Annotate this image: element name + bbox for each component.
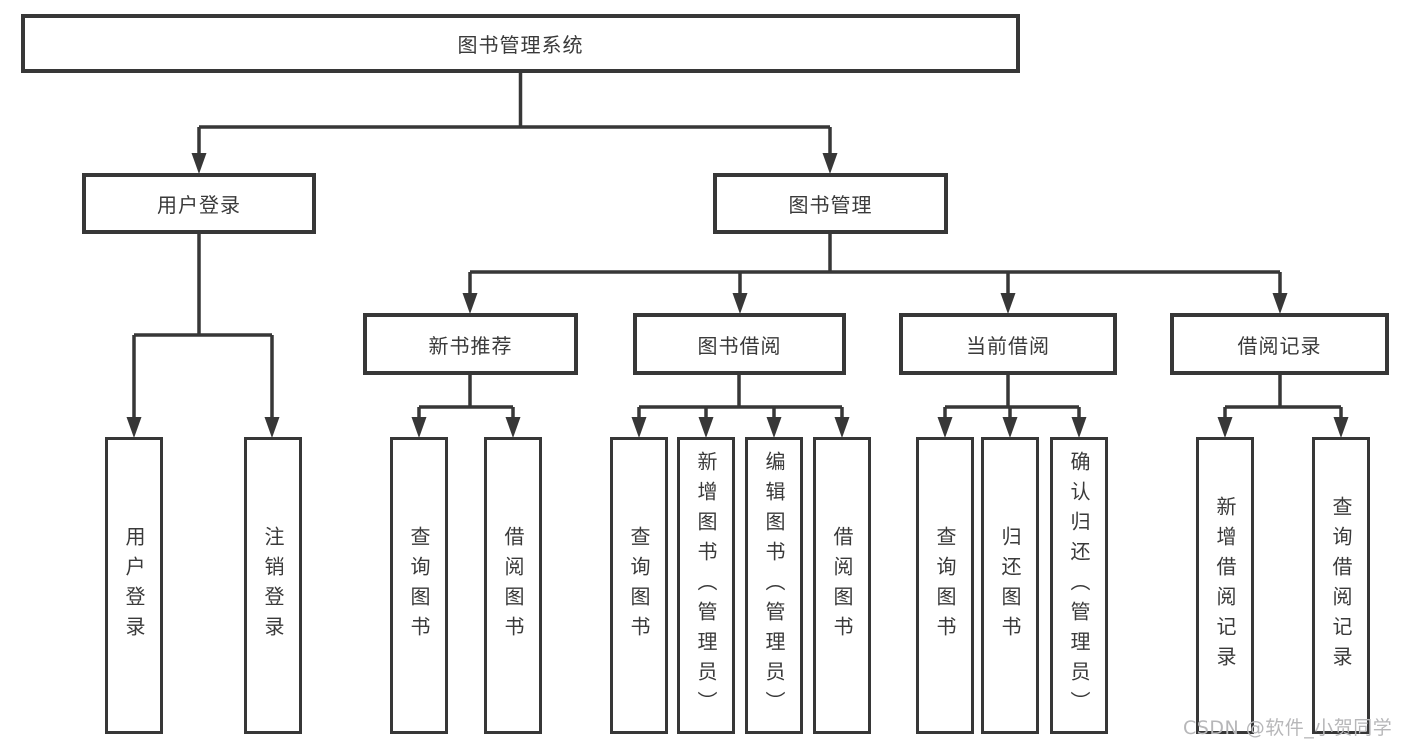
leaf-current-return-books-label: 归还图书 [998,525,1022,646]
node-book-management: 图书管理 [713,173,948,234]
leaf-current-query-books-label: 查询图书 [933,525,957,646]
leaf-records-add-record-label: 新增借阅记录 [1213,495,1237,676]
leaf-records-add-record: 新增借阅记录 [1196,437,1254,734]
leaf-borrow-add-books-admin: 新增图书（管理员） [677,437,735,734]
leaf-newbook-borrow-books: 借阅图书 [484,437,542,734]
leaf-logout-label: 注销登录 [261,525,285,646]
leaf-borrow-query-books-label: 查询图书 [627,525,651,646]
node-book-management-label: 图书管理 [788,193,873,217]
node-user-login-label: 用户登录 [157,193,241,217]
leaf-logout: 注销登录 [244,437,302,734]
node-borrowing-records-label: 借阅记录 [1237,333,1322,358]
node-current-borrowing-label: 当前借阅 [966,333,1050,358]
leaf-borrow-edit-books-admin: 编辑图书（管理员） [745,437,803,734]
leaf-current-confirm-return-admin-label: 确认归还（管理员） [1067,450,1091,721]
leaf-current-confirm-return-admin: 确认归还（管理员） [1050,437,1108,734]
leaf-newbook-query-books-label: 查询图书 [407,525,431,646]
node-user-login: 用户登录 [82,173,316,234]
leaf-borrow-query-books: 查询图书 [610,437,668,734]
leaf-records-query-record: 查询借阅记录 [1312,437,1370,734]
node-book-borrowing: 图书借阅 [633,313,846,375]
node-library-system-label: 图书管理系统 [457,33,584,57]
leaf-user-login-label: 用户登录 [122,525,146,646]
node-current-borrowing: 当前借阅 [899,313,1117,375]
node-new-book-recommend-label: 新书推荐 [428,333,513,358]
leaf-current-query-books: 查询图书 [916,437,974,734]
leaf-records-query-record-label: 查询借阅记录 [1329,495,1353,676]
node-borrowing-records: 借阅记录 [1170,313,1389,375]
leaf-user-login: 用户登录 [105,437,163,734]
node-library-system: 图书管理系统 [21,14,1020,73]
node-new-book-recommend: 新书推荐 [363,313,578,375]
leaf-borrow-edit-books-admin-label: 编辑图书（管理员） [762,450,786,721]
node-book-borrowing-label: 图书借阅 [697,333,782,358]
leaf-newbook-query-books: 查询图书 [390,437,448,734]
leaf-borrow-borrow-books-label: 借阅图书 [830,525,854,646]
leaf-borrow-borrow-books: 借阅图书 [813,437,871,734]
leaf-newbook-borrow-books-label: 借阅图书 [501,525,525,646]
leaf-borrow-add-books-admin-label: 新增图书（管理员） [694,450,718,721]
csdn-watermark: CSDN @软件_小贺同学 [1183,717,1393,739]
leaf-current-return-books: 归还图书 [981,437,1039,734]
